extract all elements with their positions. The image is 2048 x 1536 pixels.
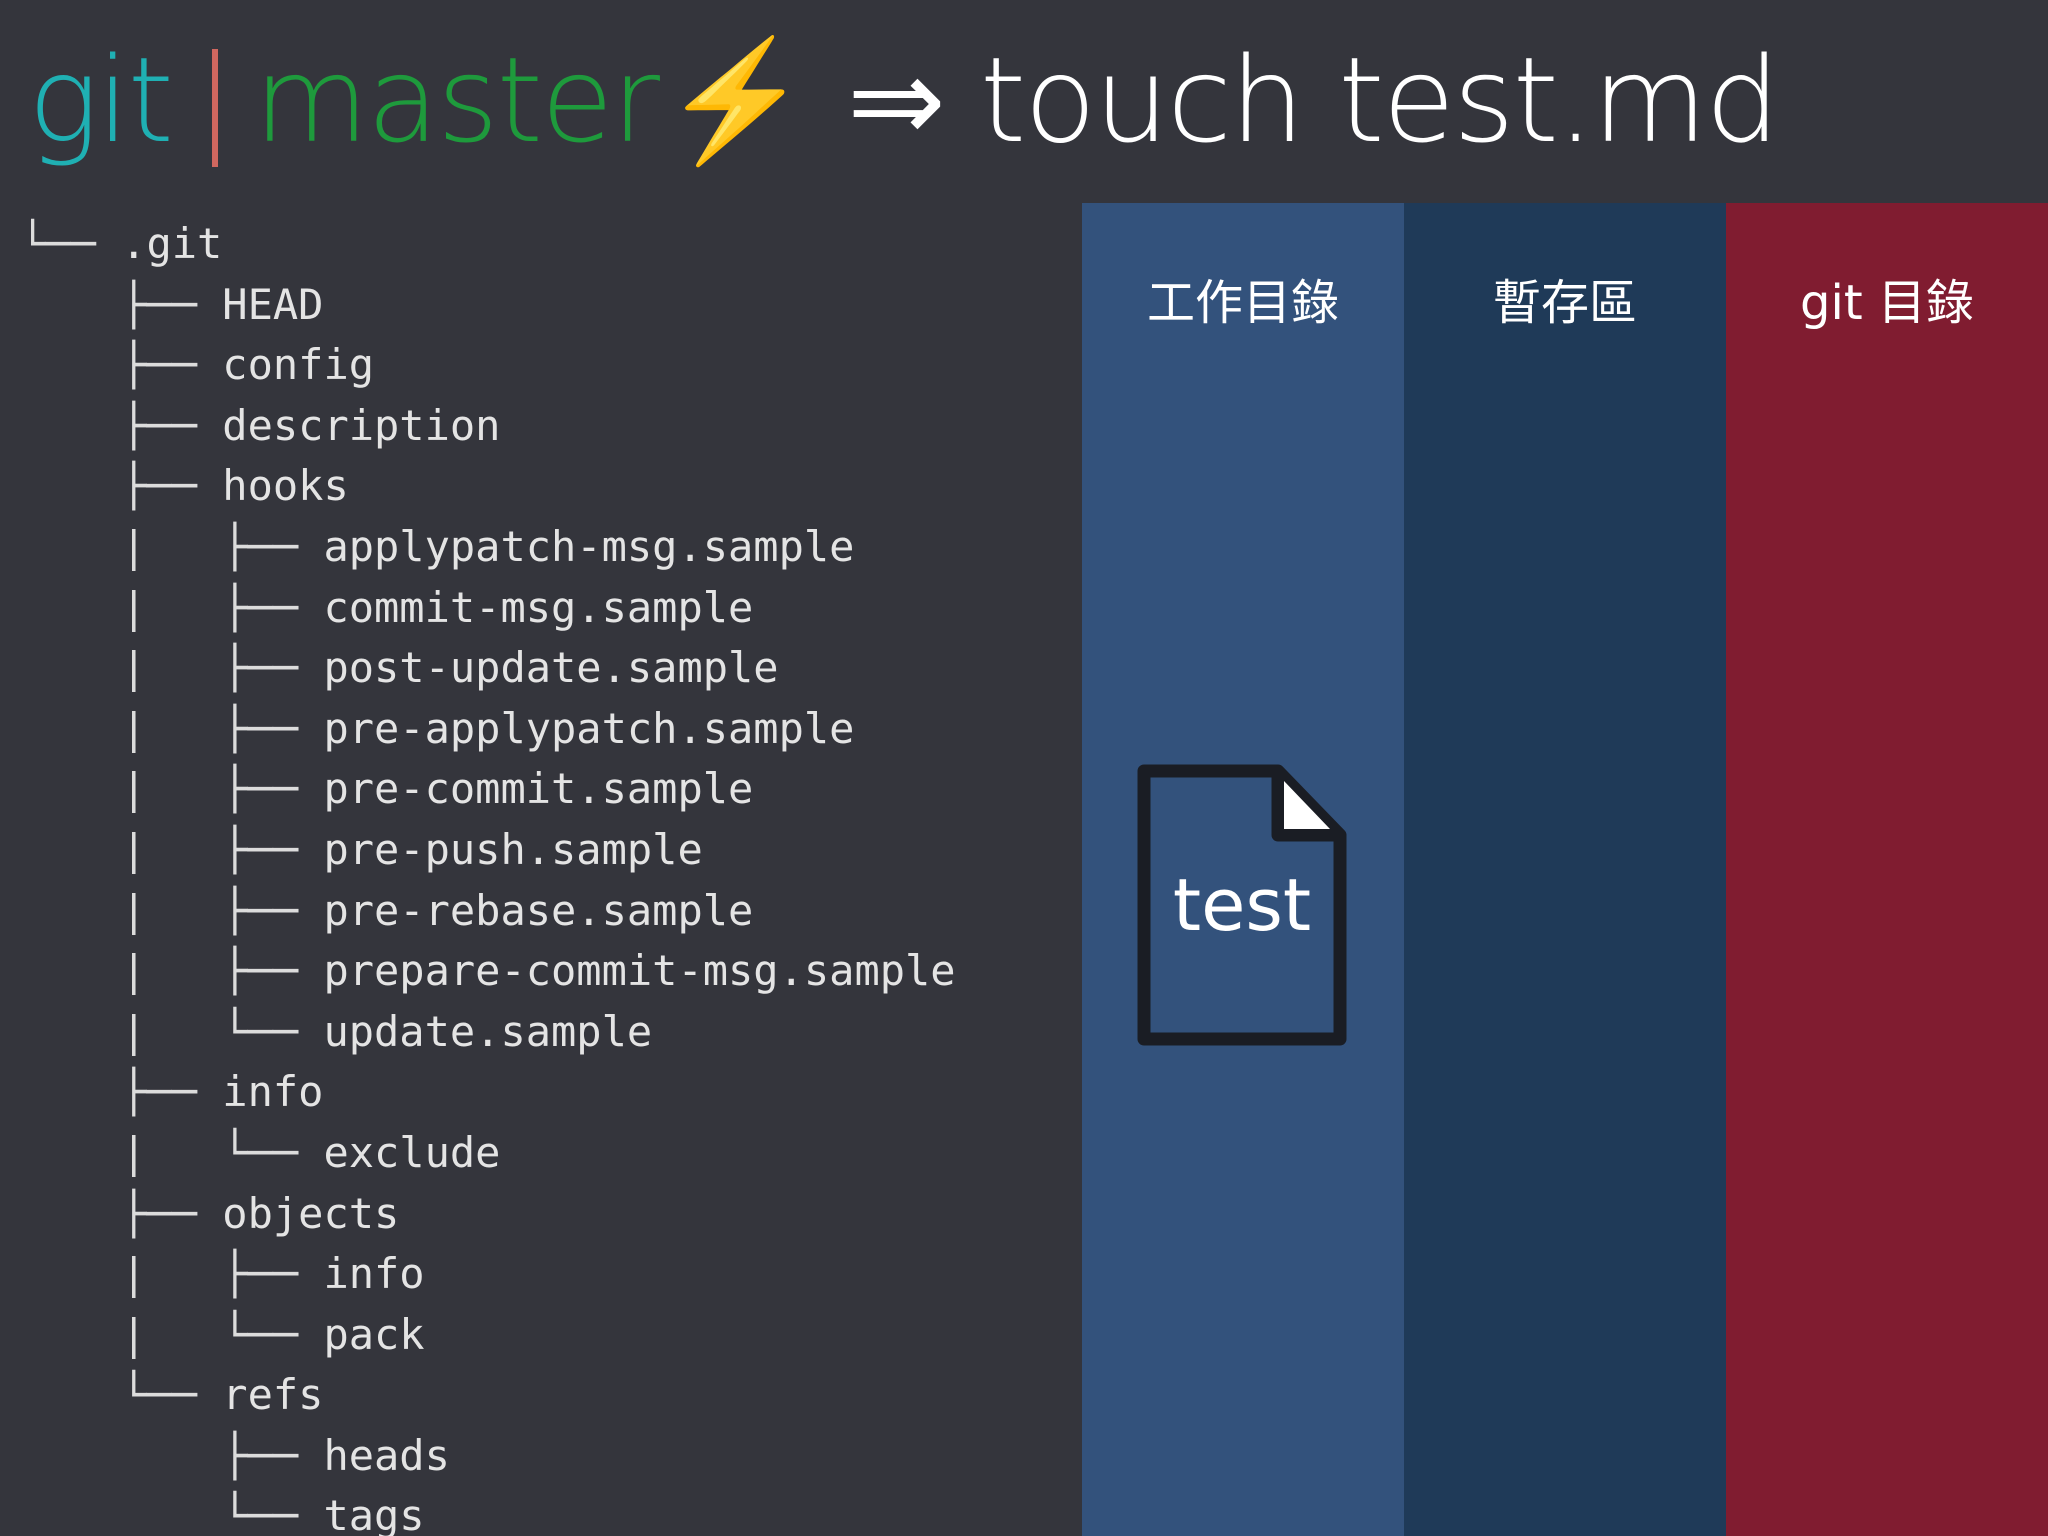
tree-row: | └── update.sample <box>20 1002 956 1063</box>
tree-row: | ├── pre-applypatch.sample <box>20 699 956 760</box>
tree-entry-name: HEAD <box>222 279 324 329</box>
tree-branch-glyph: ├── <box>20 340 223 390</box>
prompt-dir: git <box>28 31 174 169</box>
tree-branch-glyph: | └── <box>20 1127 324 1177</box>
tree-row: ├── hooks <box>20 456 956 517</box>
tree-branch-glyph: | ├── <box>20 824 324 874</box>
tree-row: | ├── commit-msg.sample <box>20 578 956 639</box>
tree-branch-glyph: ├── <box>20 461 223 511</box>
tree-entry-name: description <box>222 400 501 450</box>
prompt-branch: master <box>253 31 660 169</box>
tree-branch-glyph: | ├── <box>20 764 324 814</box>
tree-row: | ├── applypatch-msg.sample <box>20 517 956 578</box>
tree-entry-name: .git <box>121 219 223 268</box>
staging-area: 暫存區 <box>1404 203 1726 1536</box>
tree-entry-name: applypatch-msg.sample <box>323 521 855 571</box>
tree-branch-glyph: ├── <box>20 400 223 450</box>
tree-branch-glyph: | ├── <box>20 1249 324 1299</box>
tree-branch-glyph: | ├── <box>20 703 324 753</box>
tree-branch-glyph: └── <box>20 1491 324 1536</box>
tree-entry-name: tags <box>323 1491 425 1536</box>
tree-entry-name: prepare-commit-msg.sample <box>323 946 956 996</box>
lightning-icon: ⚡ <box>662 30 809 169</box>
tree-row: | └── pack <box>20 1305 956 1366</box>
tree-row: ├── heads <box>20 1426 956 1487</box>
tree-row: | ├── info <box>20 1244 956 1305</box>
tree-branch-glyph: | ├── <box>20 582 324 632</box>
tree-entry-name: pre-rebase.sample <box>323 885 754 935</box>
tree-branch-glyph: └── <box>20 1370 223 1420</box>
working-directory-label: 工作目錄 <box>1146 275 1339 331</box>
tree-row: | ├── pre-rebase.sample <box>20 881 956 942</box>
tree-entry-name: pre-push.sample <box>323 824 703 874</box>
tree-branch-glyph: ├── <box>20 1067 223 1117</box>
tree-row: ├── HEAD <box>20 275 956 336</box>
tree-entry-name: update.sample <box>323 1006 653 1056</box>
tree-entry-name: config <box>222 340 375 390</box>
prompt-arrow-icon: ⇒ <box>846 31 946 169</box>
tree-branch-glyph: | └── <box>20 1006 324 1056</box>
tree-branch-glyph: | ├── <box>20 521 324 571</box>
tree-branch-glyph: └── <box>20 219 122 268</box>
tree-branch-glyph: ├── <box>20 279 223 329</box>
tree-branch-glyph: | └── <box>20 1309 324 1359</box>
tree-entry-name: pre-commit.sample <box>323 764 754 814</box>
working-directory-area: 工作目錄 test <box>1082 203 1404 1536</box>
tree-row: | └── exclude <box>20 1123 956 1184</box>
git-directory-label: git 目錄 <box>1800 275 1974 331</box>
tree-row: ├── config <box>20 335 956 396</box>
tree-entry-name: post-update.sample <box>323 643 779 693</box>
git-directory-tree: └── .git ├── HEAD ├── config ├── descrip… <box>20 214 956 1536</box>
tree-entry-name: info <box>323 1249 425 1299</box>
tree-row: ├── objects <box>20 1184 956 1245</box>
tree-row: | ├── pre-commit.sample <box>20 759 956 820</box>
tree-branch-glyph: ├── <box>20 1188 223 1238</box>
tree-row: | ├── pre-push.sample <box>20 820 956 881</box>
git-directory-area: git 目錄 <box>1726 203 2048 1536</box>
file-label: test <box>1172 863 1312 947</box>
tree-row: ├── description <box>20 396 956 457</box>
tree-entry-name: objects <box>222 1188 400 1238</box>
tree-entry-name: info <box>222 1067 324 1117</box>
tree-branch-glyph: | ├── <box>20 946 324 996</box>
tree-entry-name: pre-applypatch.sample <box>323 703 855 753</box>
tree-branch-glyph: | ├── <box>20 643 324 693</box>
tree-branch-glyph: | ├── <box>20 885 324 935</box>
prompt-separator <box>211 49 218 167</box>
tree-row: | ├── prepare-commit-msg.sample <box>20 941 956 1002</box>
tree-row: └── .git <box>20 214 956 275</box>
file-icon: test <box>1136 763 1348 1047</box>
tree-entry-name: heads <box>323 1430 450 1480</box>
terminal-prompt: git master ⚡ ⇒ touch test.md <box>28 0 1780 200</box>
tree-entry-name: hooks <box>222 461 349 511</box>
tree-row: └── tags <box>20 1486 956 1536</box>
tree-row: ├── info <box>20 1062 956 1123</box>
tree-entry-name: exclude <box>323 1127 501 1177</box>
tree-entry-name: commit-msg.sample <box>323 582 754 632</box>
prompt-command: touch test.md <box>979 31 1780 169</box>
tree-row: └── refs <box>20 1365 956 1426</box>
tree-branch-glyph: ├── <box>20 1430 324 1480</box>
tree-entry-name: refs <box>222 1370 324 1420</box>
tree-entry-name: pack <box>323 1309 425 1359</box>
tree-row: | ├── post-update.sample <box>20 638 956 699</box>
staging-area-label: 暫存區 <box>1492 275 1637 331</box>
